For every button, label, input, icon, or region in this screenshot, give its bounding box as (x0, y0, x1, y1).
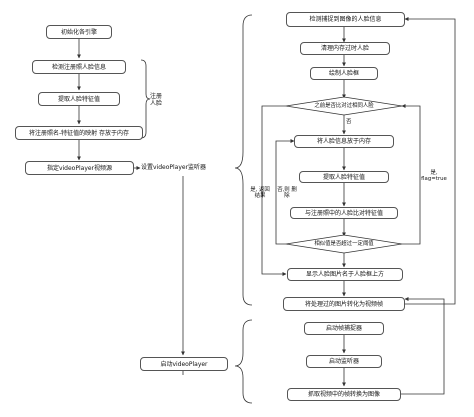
set-listener-label: 设置videoPlayer监听器 (141, 164, 207, 171)
diamond-compared-before (285, 96, 403, 116)
start-listener-box: 启动监听器 (306, 355, 382, 368)
register-face-label: 注册人脸 (150, 93, 163, 107)
init-engines-box: 初始化各引擎 (46, 25, 112, 39)
convert-frame-box: 将处理过的图片转化为视频帧 (283, 297, 405, 311)
start-player-box: 启动videoPlayer (140, 357, 228, 371)
diamond-threshold (285, 234, 403, 254)
no-label: 否 (346, 119, 352, 125)
save-mapping-box: 将注册照名-特征值的映射 存放于内存 (15, 126, 143, 140)
arrow-yes-flag-loop (401, 104, 421, 245)
listener-brace (234, 14, 253, 306)
grab-frames-box: 抓取视频中的帧转换为图像 (287, 388, 401, 401)
detect-register-box: 检测注册照人脸信息 (32, 60, 126, 74)
extract-value-box: 提取人脸特征值 (299, 171, 389, 183)
store-face-box: 将人脸信息放于内存 (294, 135, 394, 148)
start-player-brace (234, 319, 253, 404)
set-source-box: 指定videoPlayer视频源 (25, 161, 134, 175)
arrow-grab-loop (401, 297, 445, 395)
arrow-outer-loop (404, 17, 456, 305)
arrow-yes-return-loop (261, 105, 287, 276)
clear-memory-box: 清理内存过时人脸 (300, 42, 390, 55)
arrow-no-delete-loop (275, 139, 295, 245)
register-face-brace (140, 59, 151, 139)
compare-registered-box: 与注册照中的人脸比对特征值 (290, 207, 398, 219)
extract-features-box: 提取人脸特征值 (38, 92, 120, 106)
show-name-box: 显示人脸图片名于人脸框上方 (287, 268, 403, 281)
yes-return-label: 是, 返回结果 (250, 187, 270, 199)
diamond-threshold-label: 相似值是否超过一定阈值 (314, 241, 374, 247)
no-delete-label: 否,则 删除 (277, 187, 297, 199)
detect-frame-box: 检测捕捉到图像的人脸信息 (286, 12, 405, 27)
draw-box-box: 绘制人脸框 (310, 67, 378, 80)
start-grabber-box: 启动帧捕捉器 (304, 322, 384, 335)
diamond-compared-label: 之前是否比对过相同人脸 (314, 103, 374, 109)
yes-flag-label: 是, flag=true (421, 170, 447, 182)
